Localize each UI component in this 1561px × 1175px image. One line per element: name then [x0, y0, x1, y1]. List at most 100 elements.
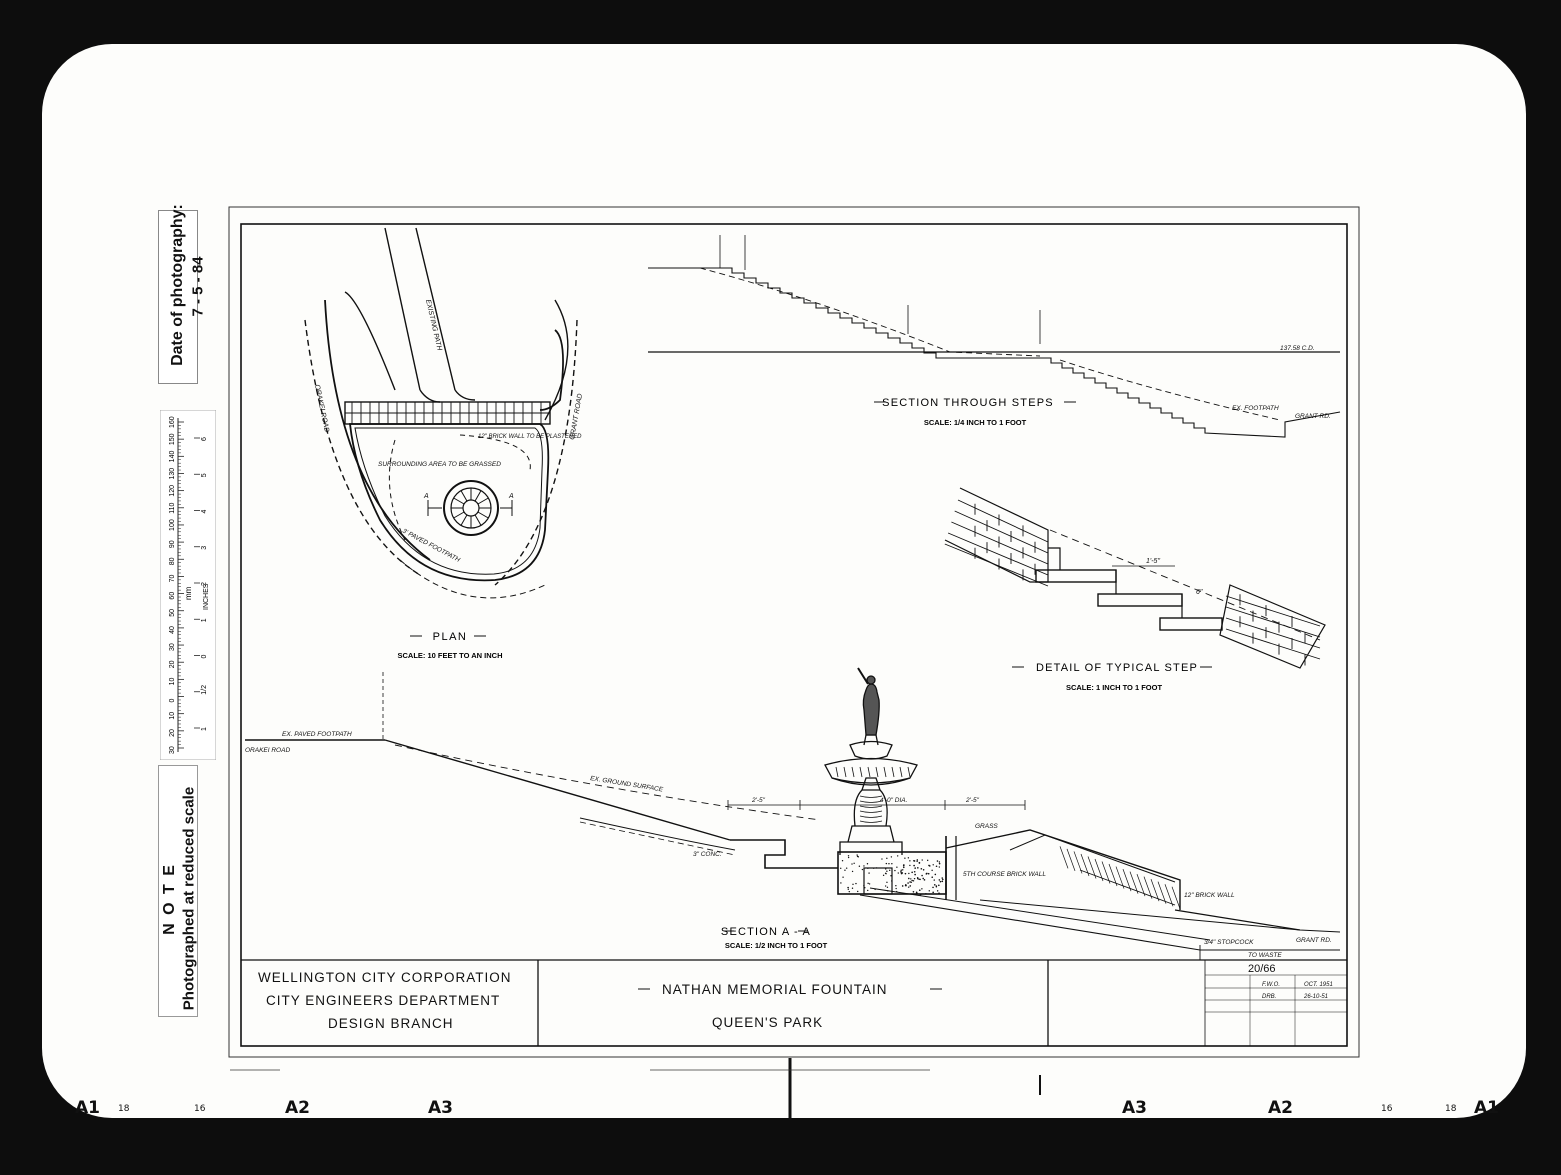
edge-mark-18-right: 18: [1445, 1104, 1457, 1114]
section-aa-caption: SECTION A - A SCALE: 1/2 INCH TO 1 FOOT: [721, 926, 828, 950]
edge-mark-16-left: 16: [194, 1104, 206, 1114]
ruler-inch-tick-label: 6: [201, 437, 208, 441]
ruler-mm-tick-label: 50: [169, 609, 176, 617]
ruler-mm-tick-label: 20: [169, 729, 176, 737]
project-location: QUEEN'S PARK: [712, 1015, 824, 1030]
ruler-mm-tick-label: 160: [169, 416, 176, 428]
ruler-mm-tick-label: 90: [169, 540, 176, 548]
aa-scale: SCALE: 1/2 INCH TO 1 FOOT: [725, 941, 828, 950]
detail-step-caption: DETAIL OF TYPICAL STEP SCALE: 1 INCH TO …: [1012, 662, 1212, 692]
aa-label-waste: TO WASTE: [1248, 952, 1282, 959]
plan-label-brick-wall: 12" BRICK WALL TO BE PLASTERED: [478, 434, 582, 440]
ruler-mm-tick-label: 110: [169, 503, 176, 514]
steps-title: SECTION THROUGH STEPS: [882, 397, 1054, 409]
detail-scale: SCALE: 1 INCH TO 1 FOOT: [1066, 683, 1163, 692]
ruler-mm-tick-label: 100: [169, 519, 176, 531]
ruler-mm-tick-label: 40: [169, 626, 176, 634]
detail-step-labels: 1'-5" 6": [1146, 558, 1203, 596]
section-steps-view: [648, 235, 1341, 438]
plan-label-surroundings: SURROUNDING AREA TO BE GRASSED: [378, 461, 501, 468]
sheet-inner-border: [240, 223, 1348, 1047]
registration-marks: [230, 1058, 1041, 1120]
org-line-3: DESIGN BRANCH: [328, 1016, 454, 1031]
ruler-unit-inches: INCHES: [203, 583, 210, 610]
ruler-inch-tick-label: 5: [201, 473, 208, 477]
edge-mark-a2-right: A2: [1268, 1098, 1293, 1118]
aa-label-dim-dia: 4'-0" DIA.: [880, 797, 908, 804]
drawing-number: 20/66: [1248, 963, 1276, 975]
aa-label-brick-wall: 12" BRICK WALL: [1184, 892, 1235, 899]
aa-label-paved-footpath: EX. PAVED FOOTPATH: [282, 731, 352, 738]
plan-view: [304, 227, 578, 599]
plan-scale: SCALE: 10 FEET TO AN INCH: [397, 651, 502, 660]
section-steps-caption: SECTION THROUGH STEPS SCALE: 1/4 INCH TO…: [874, 397, 1076, 427]
ruler-inch-tick-label: 4: [201, 510, 208, 514]
ruler-inch-tick-label: 1: [201, 618, 208, 622]
title-block: [241, 959, 1347, 1046]
ruler-mm-tick-label: 130: [169, 468, 176, 480]
ruler-mm-tick-label: 70: [169, 575, 176, 583]
fountain-elevation: [824, 667, 918, 855]
aa-label-concrete: 3" CONC.: [693, 851, 722, 858]
plan-title: PLAN: [433, 631, 468, 643]
detail-title: DETAIL OF TYPICAL STEP: [1036, 662, 1198, 674]
ruler-mm-tick-label: 30: [169, 746, 176, 754]
detail-label-tread: 1'-5": [1146, 558, 1160, 565]
project-title: NATHAN MEMORIAL FOUNTAIN: [662, 982, 888, 997]
drawn-date: 26-10-51: [1303, 994, 1328, 1000]
steps-scale: SCALE: 1/4 INCH TO 1 FOOT: [924, 418, 1027, 427]
aa-label-left-road: ORAKEI ROAD: [245, 747, 290, 754]
designed-date: OCT. 1951: [1304, 982, 1333, 988]
ruler-mm-tick-label: 80: [169, 557, 176, 565]
ruler-mm-tick-label: 10: [169, 677, 176, 685]
ruler-inch-tick-label: 0: [201, 655, 208, 659]
edge-mark-16-right: 16: [1381, 1104, 1393, 1114]
microfilm-card: [42, 44, 1526, 1118]
section-aa-labels: ORAKEI ROAD EX. PAVED FOOTPATH EX. GROUN…: [245, 731, 1332, 959]
aa-title: SECTION A - A: [721, 926, 811, 938]
title-block-meta: 20/66 F.W.O. OCT. 1951 DRB. 26-10-51: [1248, 963, 1333, 1000]
section-steps-labels: 137.58 C.D. EX. FOOTPATH GRANT RD.: [1232, 345, 1331, 420]
plan-label-section-mark-a-left: A: [423, 493, 429, 500]
aa-label-dim-right: 2'-5": [965, 797, 980, 804]
drawn-by: DRB.: [1262, 994, 1276, 1000]
aa-label-dim-left: 2'-5": [751, 797, 766, 804]
ruler-mm-tick-label: 10: [169, 712, 176, 720]
aa-label-ground: EX. GROUND SURFACE: [590, 775, 664, 794]
edge-mark-a1-right: A1: [1474, 1098, 1499, 1118]
ruler-inch-tick-label: 3: [201, 546, 208, 550]
aa-label-right-road: GRANT RD.: [1296, 937, 1332, 944]
aa-label-grass: GRASS: [975, 823, 998, 830]
steps-label-datum: 137.58 C.D.: [1280, 345, 1315, 352]
ruler-unit-mm: mm: [184, 586, 193, 600]
plan-caption: PLAN SCALE: 10 FEET TO AN INCH: [397, 631, 502, 660]
steps-label-footpath: EX. FOOTPATH: [1232, 405, 1279, 412]
edge-mark-a3-left: A3: [428, 1098, 453, 1118]
photo-date-box: [158, 210, 198, 384]
plan-label-road-left: ORAKEI ROAD: [313, 384, 330, 433]
aa-label-stopcock: 3/4" STOPCOCK: [1204, 939, 1254, 946]
sheet-outer-border: [228, 206, 1360, 1058]
edge-mark-18-left: 18: [118, 1104, 130, 1114]
edge-mark-a1-left: A1: [75, 1098, 100, 1118]
detail-label-rise: 6": [1196, 589, 1203, 596]
note-box: [158, 765, 198, 1017]
designed-by: F.W.O.: [1262, 982, 1280, 988]
ruler-mm-tick-label: 20: [169, 660, 176, 668]
ruler-mm-tick-label: 60: [169, 592, 176, 600]
aa-label-courses: 5TH COURSE BRICK WALL: [963, 871, 1046, 878]
section-aa-view: [245, 672, 1341, 960]
plan-label-section-mark-a-right: A: [508, 493, 514, 500]
ruler-mm-tick-label: 0: [169, 699, 176, 703]
edge-mark-a2-left: A2: [285, 1098, 310, 1118]
detail-step-view: [944, 487, 1326, 669]
ruler-inch-tick-label: 2: [201, 582, 208, 586]
ruler-mm-tick-label: 150: [169, 433, 176, 445]
ruler-mm-tick-label: 120: [169, 485, 176, 497]
edge-mark-a3-right: A3: [1122, 1098, 1147, 1118]
ruler-mm-tick-label: 30: [169, 643, 176, 651]
scale-ruler: 3020100102030405060708090100110120130140…: [160, 410, 216, 760]
org-line-1: WELLINGTON CITY CORPORATION: [258, 970, 512, 985]
ruler-inch-tick-label: 1/2: [201, 685, 208, 695]
